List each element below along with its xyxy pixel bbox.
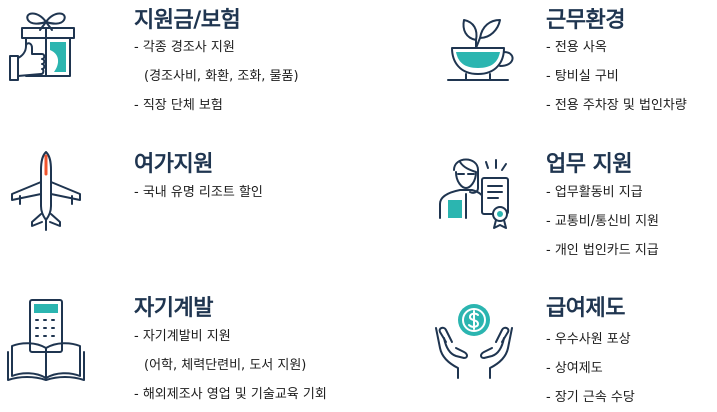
detail-line: (경조사비, 화환, 조화, 물품)	[144, 69, 299, 84]
benefit-details: - 각종 경조사 지원 (경조사비, 화환, 조화, 물품) - 직장 단체 보…	[134, 33, 299, 120]
detail-line: (어학, 체력단련비, 도서 지원)	[144, 358, 307, 373]
benefit-details: - 자기계발비 지원 (어학, 체력단련비, 도서 지원) - 해외제조사 영업…	[134, 322, 327, 409]
detail-line: - 자기계발비 지원	[134, 329, 231, 344]
benefit-details: - 국내 유명 리조트 할인	[134, 178, 263, 207]
benefit-title: 근무환경	[546, 8, 625, 33]
benefit-title: 여가지원	[134, 152, 213, 177]
detail-line: - 전용 주차장 및 법인차량	[546, 98, 687, 113]
person-certificate-icon	[436, 148, 520, 232]
benefit-details: - 전용 사옥 - 탕비실 구비 - 전용 주차장 및 법인차량	[546, 33, 687, 120]
detail-line: - 업무활동비 지급	[546, 185, 643, 200]
detail-line: - 교통비/통신비 지원	[546, 214, 660, 229]
detail-line: - 국내 유명 리조트 할인	[134, 185, 263, 200]
detail-line: - 직장 단체 보험	[134, 98, 223, 113]
hands-coin-icon	[432, 298, 516, 382]
benefit-title: 자기계발	[134, 296, 213, 321]
benefit-title: 업무 지원	[546, 152, 633, 177]
benefit-title: 지원금/보험	[134, 8, 241, 33]
detail-line: - 해외제조사 영업 및 기술교육 기회	[134, 387, 327, 402]
detail-line: - 우수사원 포상	[546, 332, 631, 347]
detail-line: - 개인 법인카드 지급	[546, 243, 659, 258]
gift-thumbs-up-icon	[4, 8, 88, 92]
detail-line: - 상여제도	[546, 361, 603, 376]
teacup-icon	[436, 8, 520, 92]
benefit-details: - 업무활동비 지급 - 교통비/통신비 지원 - 개인 법인카드 지급	[546, 178, 659, 265]
benefit-details: - 우수사원 포상 - 상여제도 - 장기 근속 수당	[546, 325, 635, 412]
airplane-icon	[4, 148, 88, 232]
detail-line: - 장기 근속 수당	[546, 390, 635, 405]
detail-line: - 탕비실 구비	[546, 69, 619, 84]
detail-line: - 전용 사옥	[546, 40, 607, 55]
book-calculator-icon	[4, 298, 88, 382]
detail-line: - 각종 경조사 지원	[134, 40, 235, 55]
benefit-title: 급여제도	[546, 296, 625, 321]
